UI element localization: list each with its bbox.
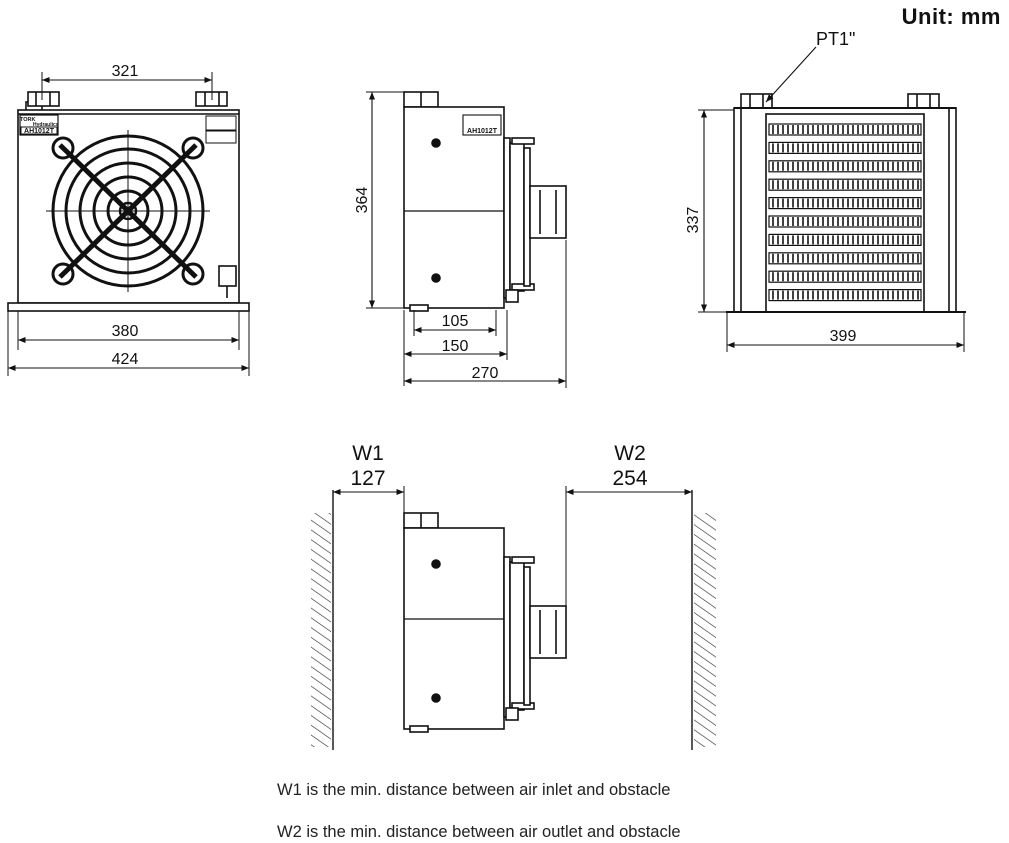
clearance-housing [403, 527, 505, 730]
fin-row [768, 233, 922, 246]
w2-value: 254 [612, 467, 647, 490]
left-obstacle-hatch [311, 513, 331, 747]
side-bolt-top [431, 138, 441, 148]
rear-port-right [907, 93, 940, 109]
model-badge [19, 114, 59, 136]
rear-dim-height: 337 [685, 207, 702, 234]
clearance-view [311, 486, 716, 750]
fin-row [768, 123, 922, 136]
side-fan-motor [529, 185, 567, 239]
badge-brand: TORK [20, 117, 36, 123]
side-dim-b: 150 [442, 338, 469, 355]
side-view [366, 91, 567, 388]
side-dim-a: 105 [442, 313, 469, 330]
front-dim-top: 321 [112, 63, 139, 80]
side-badge [462, 114, 502, 136]
side-housing [403, 106, 505, 309]
w1-value: 127 [350, 467, 385, 490]
fin-row [768, 252, 922, 265]
right-obstacle-hatch [694, 513, 716, 747]
cooling-fins [768, 123, 922, 302]
rear-dim-width: 399 [830, 328, 857, 345]
fin-row [768, 215, 922, 228]
w1-label: W1 [352, 442, 384, 465]
front-view [7, 72, 250, 376]
front-dim-outer: 424 [112, 351, 139, 368]
warning-label-top [205, 115, 237, 131]
fin-row [768, 178, 922, 191]
side-dim-c: 270 [472, 365, 499, 382]
note-w1: W1 is the min. distance between air inle… [277, 781, 671, 799]
fan-guard [46, 130, 210, 292]
fin-row [768, 289, 922, 302]
note-w2: W2 is the min. distance between air outl… [277, 823, 681, 841]
port-label: PT1" [816, 29, 855, 49]
side-bolt-bottom [431, 273, 441, 283]
unit-label: Unit: mm [901, 4, 1001, 29]
fin-row [768, 270, 922, 283]
fin-row [768, 141, 922, 154]
fin-row [768, 197, 922, 210]
side-model-label: AH1012T [467, 128, 498, 135]
w2-label: W2 [614, 442, 646, 465]
fin-row [768, 160, 922, 173]
front-model-label: AH1012T [24, 128, 55, 135]
front-dim-inner: 380 [112, 323, 139, 340]
warning-label-bottom [205, 130, 237, 144]
badge-sub: Hydraulics [33, 122, 59, 128]
side-dim-height: 364 [354, 187, 371, 214]
rear-view [698, 46, 966, 352]
